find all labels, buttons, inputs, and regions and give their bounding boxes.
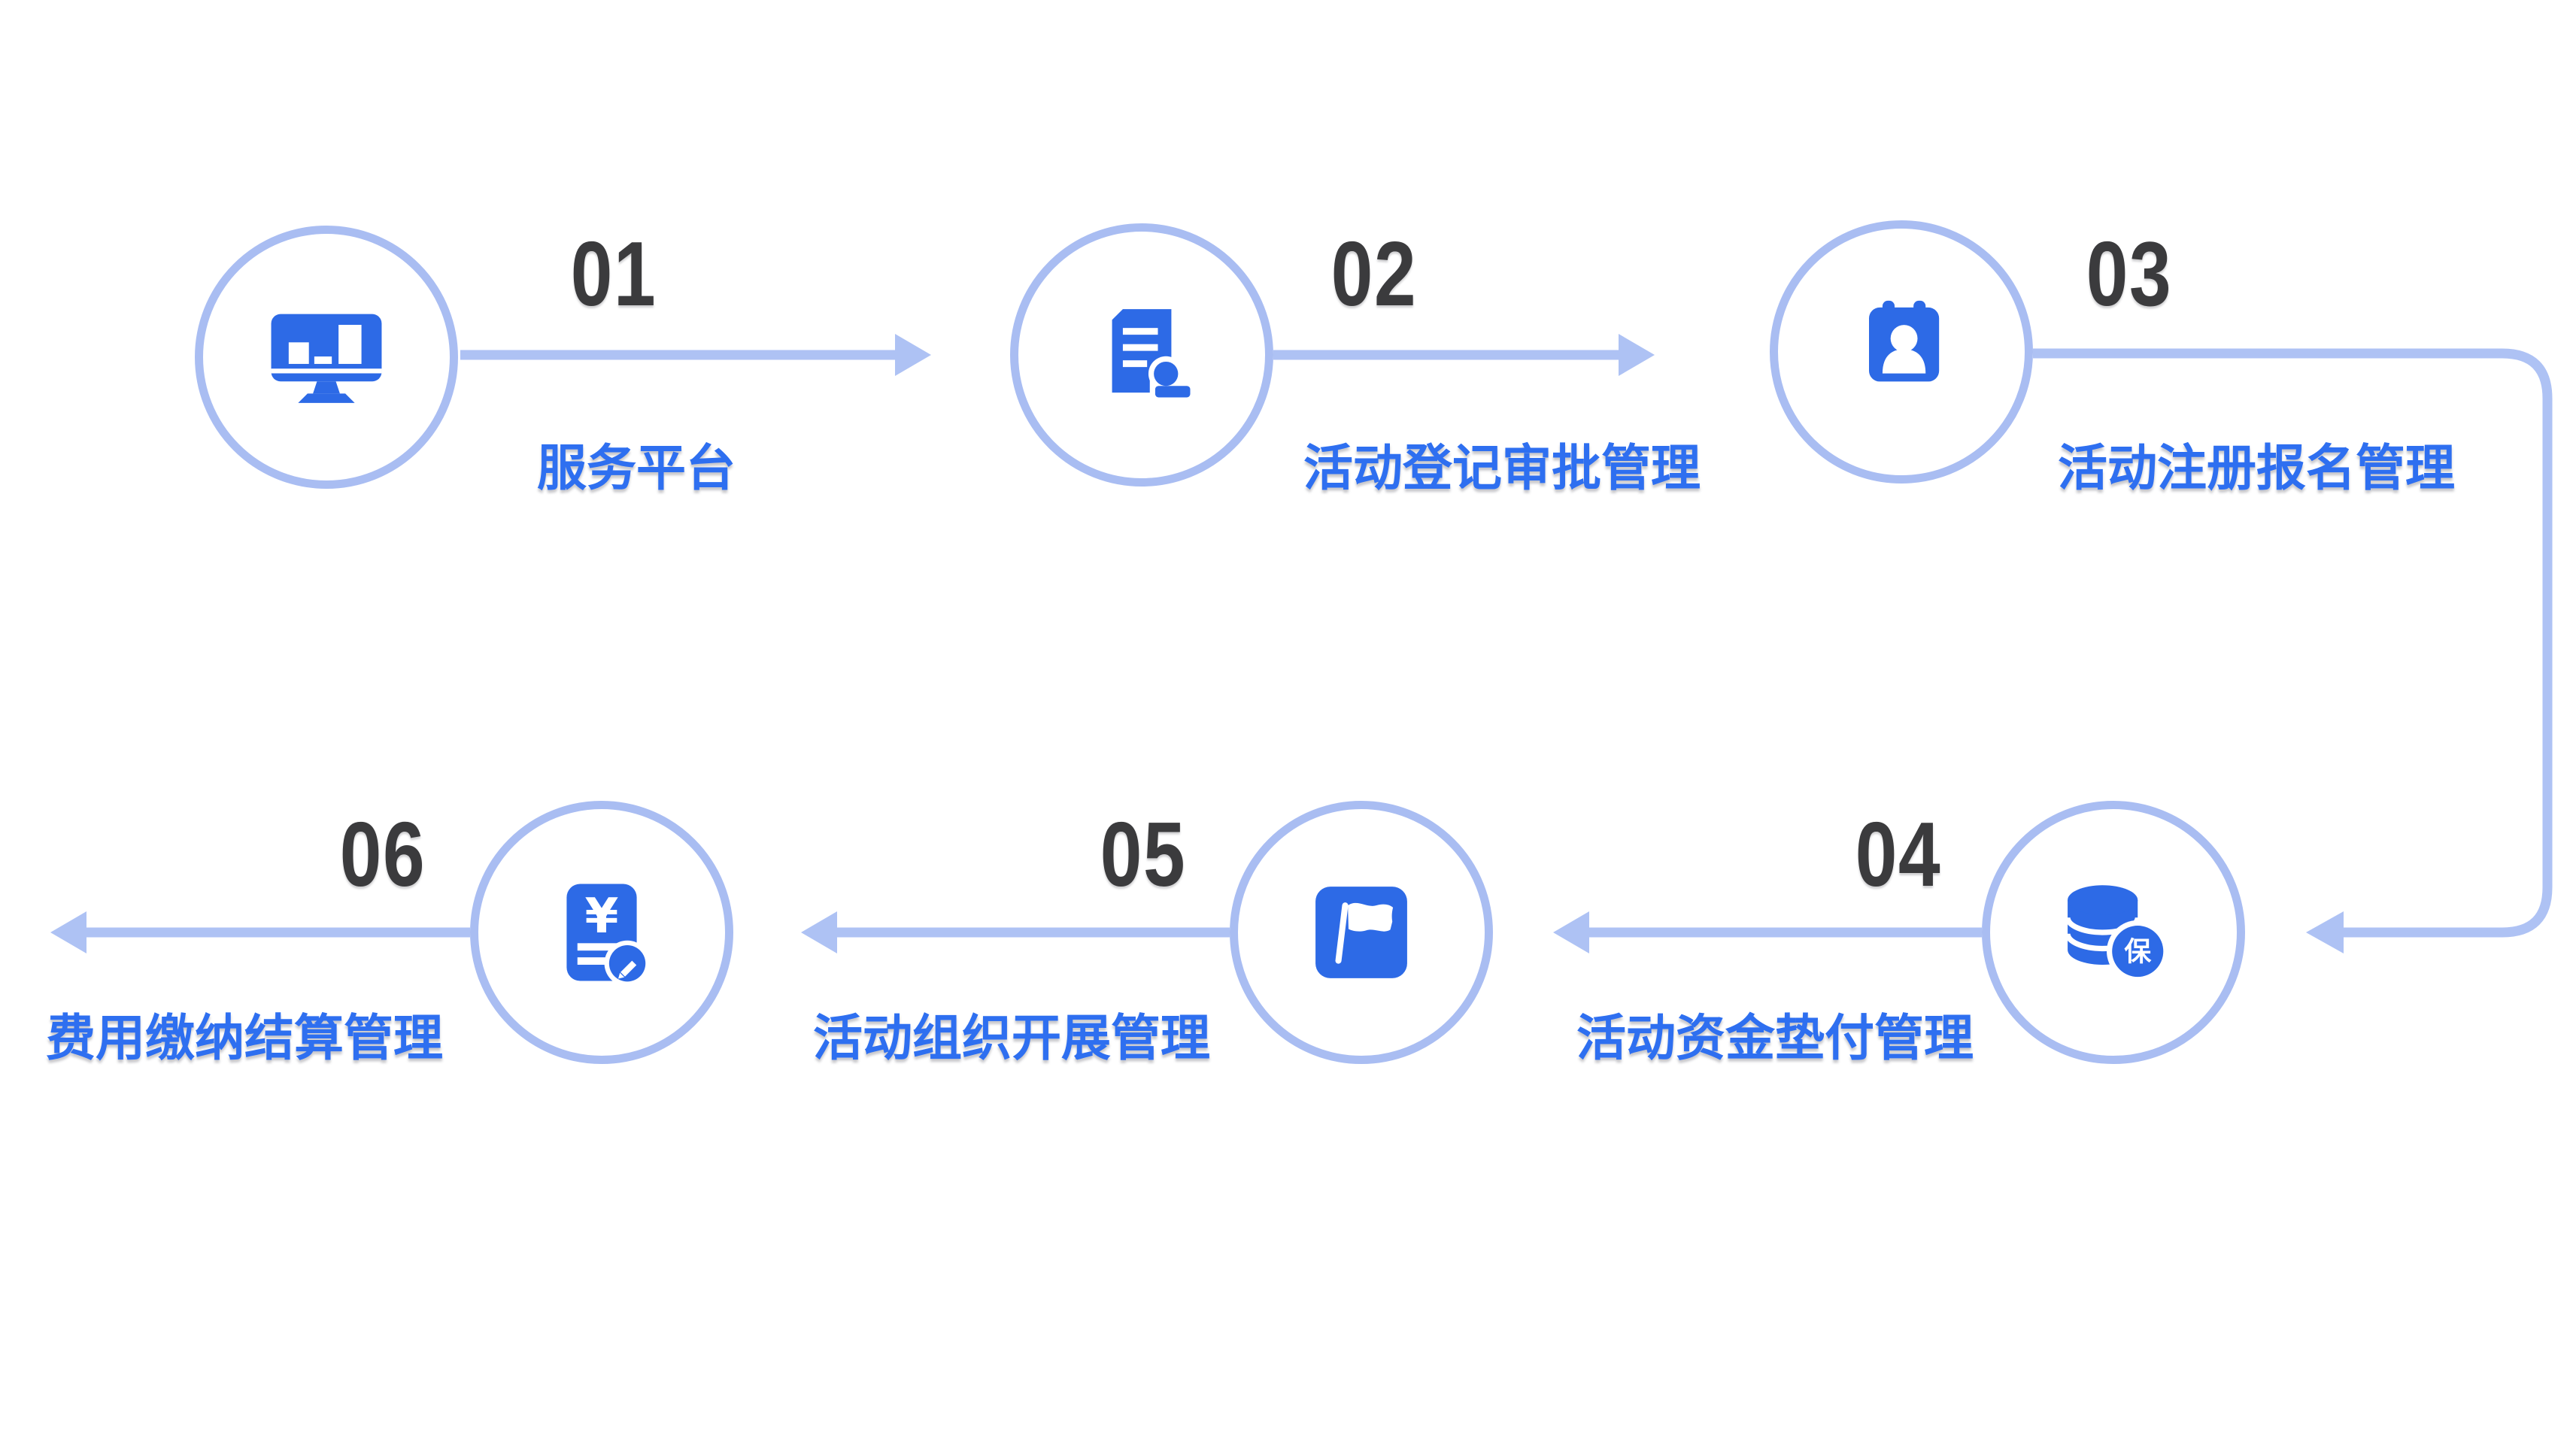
document-approval-icon [1112, 309, 1196, 402]
step-label-6: 费用缴纳结算管理 [46, 1010, 443, 1066]
badge-person-icon [1869, 300, 1940, 382]
arrow-4-to-5 [1553, 911, 1982, 953]
flag-icon [1315, 887, 1407, 978]
step-number-3: 03 [2086, 223, 2173, 325]
arrow-1-to-2 [460, 334, 931, 376]
step-label-5: 活动组织开展管理 [813, 1010, 1210, 1066]
step-label-4: 活动资金垫付管理 [1576, 1010, 1974, 1066]
step-label-1: 服务平台 [537, 440, 736, 496]
step-number-2: 02 [1330, 223, 1418, 325]
arrow-2-to-3 [1273, 334, 1655, 376]
bill-edit-icon: ¥ [566, 884, 651, 987]
yuan-symbol: ¥ [585, 888, 619, 944]
step-number-4: 04 [1855, 803, 1942, 905]
step-number-6: 06 [339, 803, 426, 905]
step-circle-4: 保 [1982, 801, 2245, 1064]
step-circle-3 [1770, 220, 2033, 484]
step-circle-2 [1010, 223, 1273, 487]
step-circle-5 [1230, 801, 1493, 1064]
step-circle-6: ¥ [470, 801, 733, 1064]
guarantee-badge-text: 保 [2124, 937, 2152, 967]
step-number-1: 01 [570, 223, 657, 325]
monitor-dashboard-icon [271, 314, 382, 403]
arrow-6-out [50, 911, 470, 953]
step-label-3: 活动注册报名管理 [2058, 440, 2455, 496]
coins-guarantee-icon: 保 [2065, 885, 2169, 983]
step-number-5: 05 [1100, 803, 1187, 905]
arrow-5-to-6 [801, 911, 1230, 953]
step-circle-1 [195, 226, 458, 489]
step-label-2: 活动登记审批管理 [1303, 440, 1701, 496]
